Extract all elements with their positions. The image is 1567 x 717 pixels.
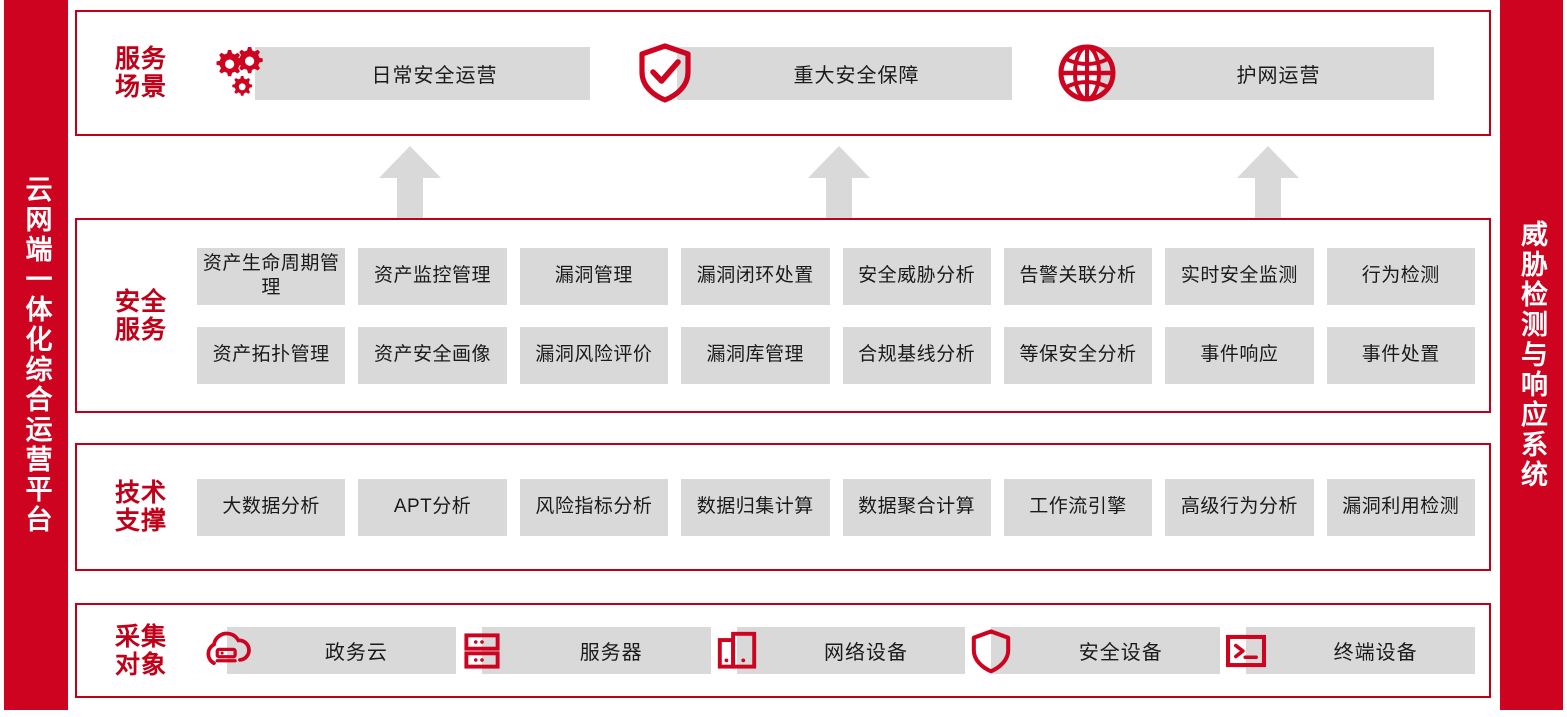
panel-technical-support-label: 技术 支撑 [114, 479, 167, 535]
panel-collection-objects: 采集 对象 政务云 [75, 603, 1491, 698]
technical-support-grid: 大数据分析 APT分析 风险指标分析 数据归集计算 数据聚合计算 工作流引擎 高… [187, 445, 1489, 569]
panel-technical-support: 技术 支撑 大数据分析 APT分析 风险指标分析 数据归集计算 数据聚合计算 工… [75, 443, 1491, 571]
security-service-chip[interactable]: 资产安全画像 [358, 326, 507, 384]
security-service-chip[interactable]: 漏洞管理 [519, 247, 669, 305]
technical-support-chip[interactable]: 漏洞利用检测 [1326, 478, 1475, 536]
panel-security-services-label: 安全 服务 [114, 287, 167, 344]
gears-icon [209, 39, 277, 107]
panel-collection-objects-body: 政务云 服务器 [187, 605, 1489, 696]
service-scenario-list: 日常安全运营 重大安全保障 [187, 12, 1489, 134]
security-service-chip[interactable]: 安全威胁分析 [842, 247, 991, 305]
technical-support-chip[interactable]: 高级行为分析 [1165, 478, 1314, 536]
collection-object-label: 政务云 [227, 627, 456, 674]
security-service-chip[interactable]: 资产生命周期管理 [197, 247, 346, 305]
technical-support-chip[interactable]: 数据聚合计算 [842, 478, 991, 536]
collection-object-item[interactable]: 安全设备 [965, 605, 1221, 696]
technical-support-chip[interactable]: 工作流引擎 [1003, 478, 1153, 536]
panel-service-scenarios: 服务 场景 [75, 10, 1491, 136]
service-scenario-item[interactable]: 重大安全保障 [631, 12, 1053, 134]
collection-object-label: 网络设备 [736, 627, 966, 674]
service-scenario-label: 重大安全保障 [677, 46, 1012, 100]
collection-object-item[interactable]: 网络设备 [711, 605, 966, 696]
flow-arrow-up [379, 146, 441, 218]
shield-check-icon [631, 39, 699, 107]
technical-support-chip[interactable]: APT分析 [358, 478, 507, 536]
right-system-bar-label: 威胁检测与响应系统 [1517, 220, 1547, 490]
left-platform-bar: 云网端一体化综合运营平台 [4, 0, 68, 710]
security-service-chip[interactable]: 告警关联分析 [1003, 247, 1153, 305]
security-service-chip[interactable]: 资产拓扑管理 [197, 326, 346, 384]
cloud-icon [201, 625, 253, 677]
right-system-bar: 威胁检测与响应系统 [1500, 0, 1563, 710]
security-service-chip[interactable]: 漏洞闭环处置 [681, 247, 830, 305]
collection-object-list: 政务云 服务器 [187, 605, 1489, 696]
service-scenario-label: 护网运营 [1099, 46, 1434, 100]
security-service-chip[interactable]: 漏洞库管理 [681, 326, 830, 384]
technical-support-chip[interactable]: 风险指标分析 [519, 478, 669, 536]
collection-object-label: 服务器 [481, 627, 711, 674]
globe-network-icon [1053, 39, 1121, 107]
flow-arrow-up [808, 146, 870, 218]
panel-service-scenarios-body: 日常安全运营 重大安全保障 [187, 12, 1489, 134]
security-service-chip[interactable]: 事件处置 [1326, 326, 1475, 384]
security-service-chip[interactable]: 行为检测 [1326, 247, 1475, 305]
panel-security-services-body: 资产生命周期管理 资产监控管理 漏洞管理 漏洞闭环处置 安全威胁分析 告警关联分… [187, 220, 1489, 411]
panel-technical-support-body: 大数据分析 APT分析 风险指标分析 数据归集计算 数据聚合计算 工作流引擎 高… [187, 445, 1489, 569]
technical-support-chip[interactable]: 大数据分析 [197, 478, 346, 536]
panel-collection-objects-label: 采集 对象 [114, 622, 167, 679]
security-service-chip[interactable]: 合规基线分析 [842, 326, 991, 384]
collection-object-item[interactable]: 服务器 [456, 605, 711, 696]
shield-icon [965, 625, 1017, 677]
left-platform-bar-label: 云网端一体化综合运营平台 [21, 175, 52, 535]
technical-support-chip[interactable]: 数据归集计算 [681, 478, 830, 536]
collection-object-item[interactable]: 终端设备 [1220, 605, 1475, 696]
collection-object-label: 终端设备 [1246, 627, 1475, 674]
service-scenario-label: 日常安全运营 [255, 46, 590, 100]
network-device-icon [711, 625, 763, 677]
collection-object-label: 安全设备 [991, 627, 1221, 674]
security-service-chip[interactable]: 漏洞风险评价 [519, 326, 669, 384]
terminal-icon [1220, 625, 1272, 677]
security-service-chip[interactable]: 资产监控管理 [358, 247, 507, 305]
panel-service-scenarios-label: 服务 场景 [114, 45, 167, 101]
server-rack-icon [456, 625, 508, 677]
security-service-grid: 资产生命周期管理 资产监控管理 漏洞管理 漏洞闭环处置 安全威胁分析 告警关联分… [187, 220, 1489, 411]
service-scenario-item[interactable]: 护网运营 [1053, 12, 1475, 134]
security-service-chip[interactable]: 事件响应 [1165, 326, 1314, 384]
collection-object-item[interactable]: 政务云 [201, 605, 456, 696]
security-service-chip[interactable]: 实时安全监测 [1165, 247, 1314, 305]
security-service-chip[interactable]: 等保安全分析 [1003, 326, 1153, 384]
flow-arrow-up [1237, 146, 1299, 218]
panel-security-services: 安全 服务 资产生命周期管理 资产监控管理 漏洞管理 漏洞闭环处置 安全威胁分析… [75, 218, 1491, 413]
service-scenario-item[interactable]: 日常安全运营 [209, 12, 631, 134]
